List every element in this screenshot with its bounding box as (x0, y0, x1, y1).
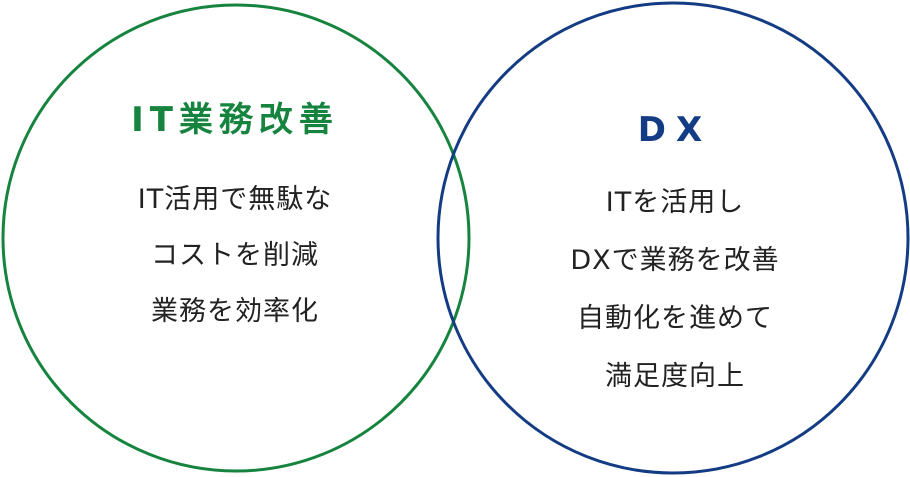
right-line-1: ITを活用し (605, 187, 745, 218)
right-circle-title: DX (637, 110, 713, 150)
left-line-2: コストを削減 (151, 240, 319, 271)
left-line-3: 業務を効率化 (151, 296, 319, 327)
right-circle (436, 1, 910, 475)
right-line-3: 自動化を進めて (577, 303, 773, 334)
left-circle-content: IT業務改善 IT活用で無駄な コストを削減 業務を効率化 (40, 98, 430, 340)
left-circle-lines: IT活用で無駄な コストを削減 業務を効率化 (40, 172, 430, 340)
right-line-2: DXで業務を改善 (570, 245, 780, 276)
left-circle (1, 3, 471, 473)
right-line-4: 満足度向上 (605, 361, 745, 392)
right-circle-lines: ITを活用し DXで業務を改善 自動化を進めて 満足度向上 (480, 174, 870, 406)
right-circle-content: DX ITを活用し DXで業務を改善 自動化を進めて 満足度向上 (480, 108, 870, 406)
left-line-1: IT活用で無駄な (137, 184, 333, 215)
left-circle-title: IT業務改善 (131, 100, 339, 140)
